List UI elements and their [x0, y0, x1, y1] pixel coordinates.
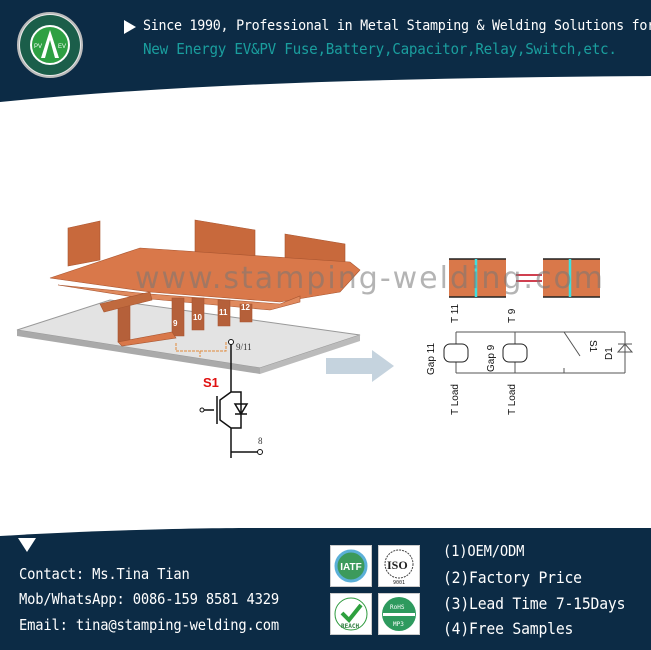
circuit-label-tload1: T Load [450, 384, 461, 415]
circuit-label-gap11: Gap 11 [426, 343, 437, 375]
feature-oem: (1)OEM/ODM [443, 542, 525, 560]
cert-reach-badge: REACH [330, 593, 372, 635]
contact-phone[interactable]: Mob/WhatsApp: 0086-159 8581 4329 [19, 590, 279, 608]
circuit-label-gap9: Gap 9 [486, 344, 497, 372]
circuit-label-tload2: T Load [507, 384, 518, 415]
play-triangle-icon [124, 20, 136, 34]
terminal-label-9: 9 [173, 319, 178, 328]
svg-text:RoHS: RoHS [390, 604, 405, 611]
node-bottom-label: 8 [258, 436, 263, 446]
svg-text:ISO: ISO [387, 558, 408, 572]
svg-text:9001: 9001 [393, 580, 405, 586]
svg-text:EV: EV [58, 44, 66, 50]
header-banner [0, 0, 651, 102]
cert-rohs-badge: RoHS MP3 [378, 593, 420, 635]
cert-iso-badge: ISO 9001 [378, 545, 420, 587]
header-tagline: Since 1990, Professional in Metal Stampi… [143, 18, 651, 34]
product-diagram: 9 10 11 12 9/11 8 S1 T 11 T 9 Gap 11 Gap… [16, 219, 634, 458]
cert-iatf-badge: IATF [330, 545, 372, 587]
circuit-label-s1: S1 [587, 340, 598, 353]
company-logo: PV EV [17, 12, 83, 78]
circuit-label-d1: D1 [604, 347, 615, 360]
terminal-label-12: 12 [241, 303, 250, 312]
feature-leadtime: (3)Lead Time 7-15Days [443, 594, 626, 613]
down-triangle-icon [18, 538, 36, 552]
circuit-label-t11: T 11 [450, 303, 461, 323]
svg-text:MP3: MP3 [393, 621, 404, 628]
watermark: www.stamping-welding.com [135, 261, 605, 296]
node-top-label: 9/11 [236, 342, 252, 352]
circuit-label-t9: T 9 [507, 308, 518, 323]
svg-text:REACH: REACH [341, 623, 359, 630]
cert-iatf-label: IATF [340, 562, 361, 573]
feature-price: (2)Factory Price [443, 568, 582, 587]
contact-name: Contact: Ms.Tina Tian [19, 565, 190, 583]
feature-samples: (4)Free Samples [443, 619, 574, 638]
contact-email[interactable]: Email: tina@stamping-welding.com [19, 616, 279, 634]
svg-text:PV: PV [34, 44, 42, 50]
footer-banner [0, 528, 651, 650]
right-arrow-icon [326, 350, 394, 382]
terminal-label-10: 10 [193, 313, 202, 322]
switch-label: S1 [203, 375, 219, 390]
terminal-label-11: 11 [219, 308, 228, 317]
header-products: New Energy EV&PV Fuse,Battery,Capacitor,… [143, 40, 617, 58]
